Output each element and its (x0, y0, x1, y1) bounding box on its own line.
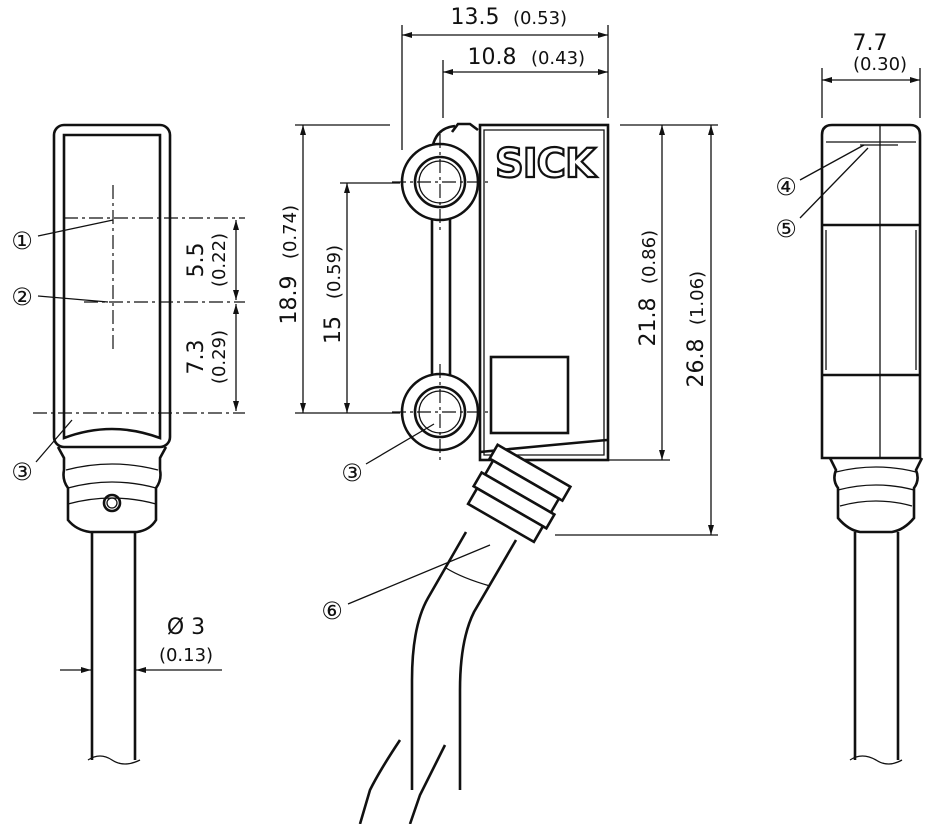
dim-cable-mm: Ø 3 (167, 615, 205, 640)
dim-height-body-mm: 21.8 (636, 298, 661, 347)
callout-1: ① (11, 227, 33, 255)
callout-3-front: ③ (11, 458, 33, 486)
dim-height-body-in: (0.86) (639, 230, 660, 284)
dim-hole-spacing-in: (0.59) (324, 245, 345, 299)
side-view: SICK 13.5 (0.53) 10.8 (0.43) 18.9 (0.7 (277, 5, 718, 824)
callout-4: ④ (775, 173, 797, 201)
mounting-hole-top (400, 142, 480, 222)
dim-axis-to-hole-in: (0.29) (209, 330, 230, 384)
callout-5: ⑤ (775, 215, 797, 243)
dim-depth-mm: 7.7 (853, 31, 888, 56)
dim-cable-in: (0.13) (159, 645, 213, 666)
cable-side (410, 531, 518, 824)
sensor-body (478, 123, 610, 462)
housing-outline (52, 123, 172, 449)
dim-width-body-in: (0.43) (531, 48, 585, 69)
dim-optical-axis-mm: 5.5 (184, 243, 209, 278)
cable (90, 532, 137, 760)
callout-3-side: ③ (341, 459, 363, 487)
rear-view: 7.7 (0.30) ④ ⑤ (775, 31, 924, 765)
body-rear (820, 123, 922, 460)
front-window (62, 133, 162, 440)
cable-rear (853, 532, 900, 760)
connector-thread (56, 446, 168, 534)
callout-2: ② (11, 283, 33, 311)
mounting-hole-bottom (400, 372, 480, 452)
front-view: 5.5 (0.22) 7.3 (0.29) ① ② ③ Ø 3 (0.13) (11, 123, 245, 765)
mounting-rail (430, 218, 452, 378)
dim-width-total-mm: 13.5 (451, 5, 500, 30)
dim-optical-axis-in: (0.22) (209, 233, 230, 287)
dim-height-mount-in: (0.74) (280, 205, 301, 259)
dim-width-body-mm: 10.8 (468, 45, 517, 70)
indicator-window (489, 355, 570, 435)
sick-logo: SICK (495, 141, 598, 187)
dim-depth-in: (0.30) (853, 54, 907, 75)
callout-6: ⑥ (321, 597, 343, 625)
dim-height-total-in: (1.06) (687, 271, 708, 325)
dim-axis-to-hole-mm: 7.3 (184, 340, 209, 375)
dim-height-mount-mm: 18.9 (277, 276, 302, 325)
led-icon (102, 493, 122, 513)
dim-hole-spacing-mm: 15 (321, 316, 346, 344)
connector-rear (828, 457, 924, 534)
dim-height-total-mm: 26.8 (684, 339, 709, 388)
dim-width-total-in: (0.53) (513, 8, 567, 29)
